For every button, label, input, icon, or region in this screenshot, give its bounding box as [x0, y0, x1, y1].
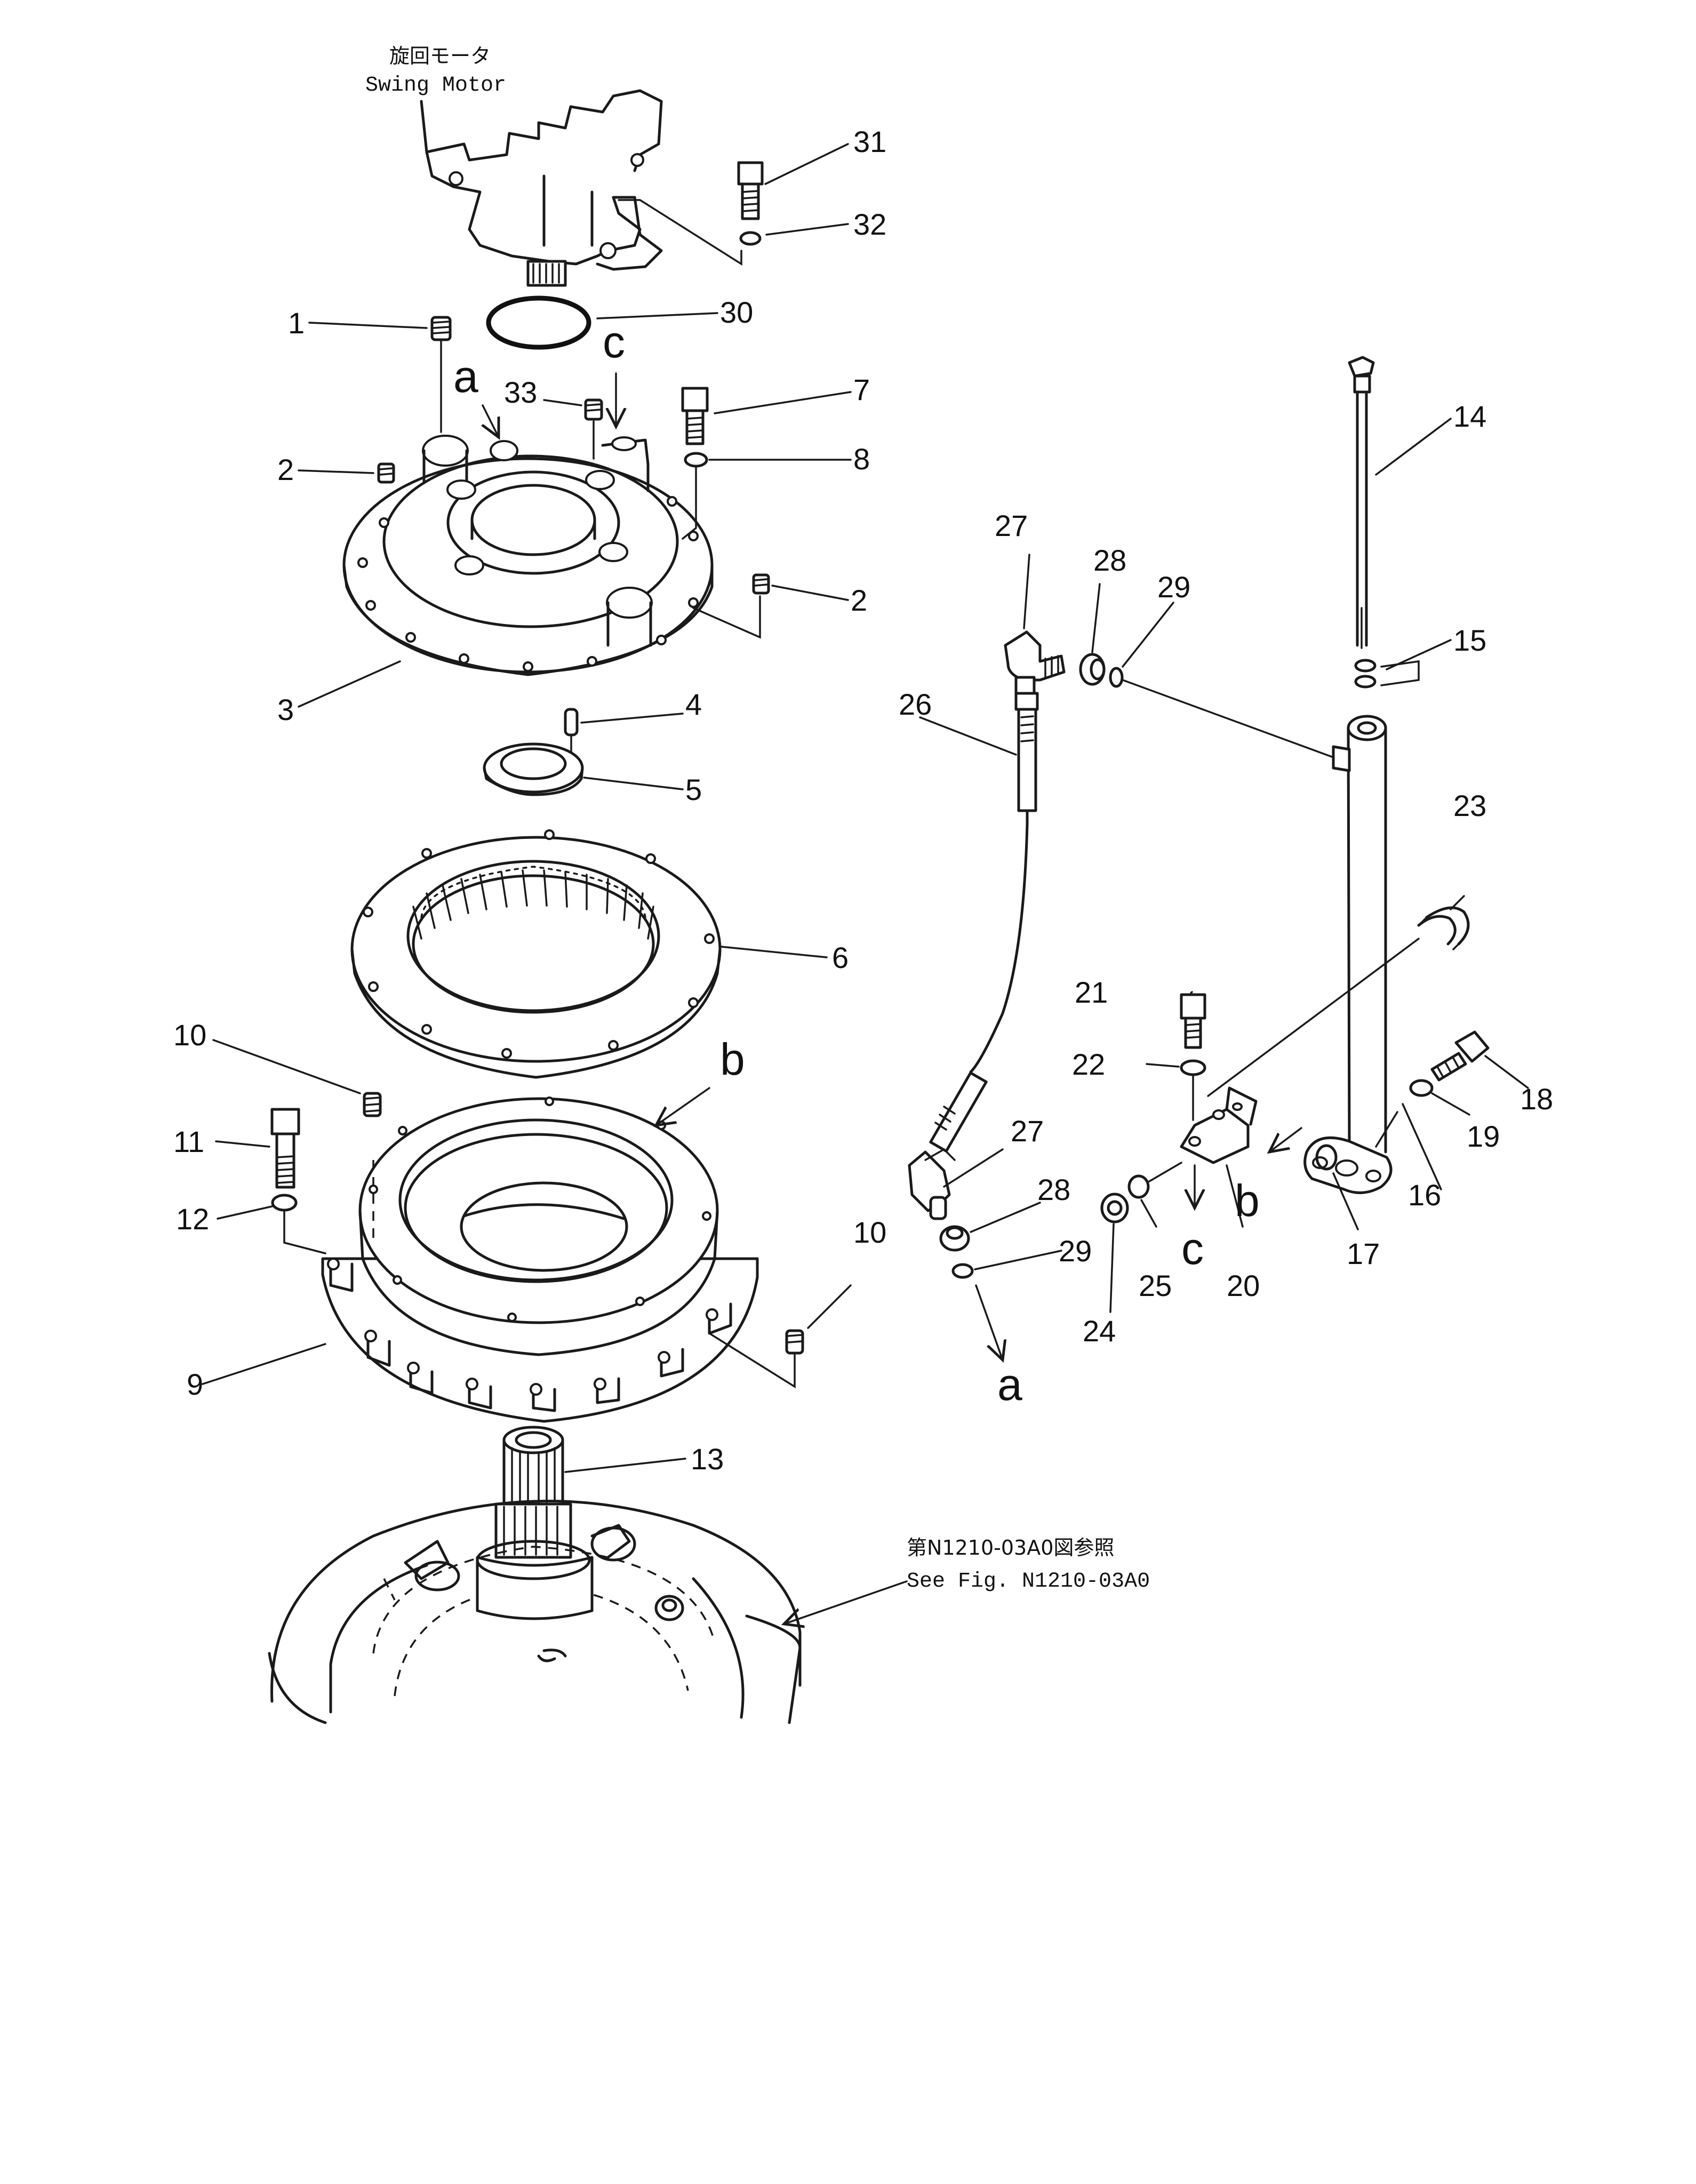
callout-10-right: 10: [853, 1215, 886, 1249]
part-5-plate: [483, 742, 584, 796]
callout-23: 23: [1453, 789, 1486, 822]
part-23-u-bolt: [1417, 906, 1470, 950]
part-12-washer: [271, 1194, 298, 1212]
part-17-o-ring: [1315, 1144, 1338, 1171]
callout-20: 20: [1227, 1269, 1260, 1302]
view-letter-c-top: c: [603, 317, 625, 367]
part-25-washer: [1127, 1174, 1150, 1199]
callout-21: 21: [1075, 975, 1108, 1009]
callout-29-bottom: 29: [1059, 1234, 1092, 1268]
callout-4: 4: [685, 687, 702, 721]
part-28-nut-top: [1079, 653, 1106, 686]
callout-18: 18: [1520, 1082, 1553, 1116]
part-14-dipstick: [1348, 356, 1375, 649]
part-2-plug-right: [692, 573, 770, 639]
view-letter-c-bottom: c: [1181, 1223, 1204, 1274]
callout-31: 31: [853, 125, 886, 158]
part-26-hose: [929, 692, 1039, 1153]
part-16-pipe: [1303, 715, 1393, 1194]
callout-22: 22: [1072, 1047, 1105, 1081]
callout-30: 30: [720, 295, 753, 329]
callout-numbers: 1 2 2 3 4 5 6 7 8 9 10 10 11 12 13 14 15…: [173, 125, 1553, 1476]
lower-planetary-assembly: [268, 1500, 802, 1724]
part-15-o-ring-b: [1354, 675, 1377, 689]
callout-2-right: 2: [851, 583, 867, 617]
part-10-plug-left: [363, 1092, 382, 1117]
callout-17: 17: [1347, 1237, 1380, 1270]
part-32-washer: [739, 231, 762, 246]
callout-28-top: 28: [1093, 543, 1126, 577]
callout-25: 25: [1139, 1269, 1172, 1302]
callout-7: 7: [853, 373, 870, 406]
part-1-plug: [430, 316, 452, 433]
view-letter-b-top: b: [720, 1034, 745, 1084]
reference-note-en: See Fig. N1210-03A0: [907, 1570, 1150, 1594]
callout-32: 32: [853, 207, 886, 241]
callout-6: 6: [832, 941, 849, 974]
part-27-elbow-top: [1004, 630, 1066, 695]
view-letter-a-bottom: a: [997, 1359, 1022, 1410]
callout-24: 24: [1083, 1314, 1116, 1348]
part-28-nut-bottom: [939, 1225, 970, 1252]
part-6-ring-gear: [350, 829, 722, 1079]
part-29-o-ring-top: [1109, 667, 1124, 688]
callout-28-bottom: 28: [1037, 1173, 1070, 1206]
part-27-elbow-bottom: [908, 1148, 956, 1220]
view-letters: a c b b c a: [453, 317, 1260, 1410]
part-7-bolt: [681, 387, 709, 445]
part-19-washer: [1409, 1079, 1434, 1097]
view-letter-b-bottom: b: [1235, 1175, 1260, 1226]
reference-note-jp: 第N1210-03A0図参照: [907, 1536, 1114, 1559]
part-20-bracket: [1180, 1086, 1258, 1164]
callout-10-left: 10: [173, 1018, 206, 1052]
view-letter-a-top: a: [453, 351, 478, 402]
callout-19: 19: [1467, 1119, 1500, 1153]
callout-33: 33: [504, 375, 537, 409]
part-24-nut: [1100, 1193, 1129, 1223]
part-3-housing-cover: [342, 435, 714, 676]
part-15-o-ring-a: [1354, 659, 1377, 673]
part-8-washer: [684, 452, 708, 468]
callout-27-bottom: 27: [1011, 1114, 1044, 1148]
callout-13: 13: [691, 1442, 724, 1476]
callout-11: 11: [173, 1125, 204, 1158]
part-31-bolt: [737, 161, 764, 220]
callout-3: 3: [277, 693, 294, 726]
part-18-bolt: [1430, 1030, 1490, 1082]
swing-motor-label-en: Swing Motor: [365, 74, 506, 98]
callout-1: 1: [288, 306, 305, 340]
callout-29-top: 29: [1157, 570, 1190, 604]
leader-lines: [202, 143, 1529, 1473]
part-2-plug-left: [377, 462, 395, 484]
swing-motor: [420, 89, 742, 287]
swing-motor-label-jp: 旋回モータ: [389, 44, 491, 68]
callout-5: 5: [685, 773, 702, 806]
part-30-o-ring: [486, 295, 591, 350]
part-21-bolt: [1180, 993, 1206, 1049]
callout-2-left: 2: [277, 453, 294, 486]
part-33-plug: [584, 398, 603, 460]
part-11-bolt: [270, 1108, 300, 1189]
callout-8: 8: [853, 442, 870, 476]
part-22-washer: [1180, 1059, 1206, 1076]
part-10-plug-right: [708, 1329, 804, 1389]
callout-16: 16: [1408, 1178, 1441, 1212]
part-9-housing: [321, 1097, 759, 1423]
callout-15: 15: [1453, 623, 1486, 657]
part-29-o-ring-bottom: [951, 1263, 974, 1279]
callout-14: 14: [1453, 399, 1486, 433]
part-13-sun-gear: [494, 1426, 572, 1559]
callout-9: 9: [187, 1367, 203, 1401]
callout-12: 12: [176, 1202, 209, 1236]
callout-27-top: 27: [995, 509, 1028, 542]
view-arrows: [483, 372, 1302, 1624]
callout-26: 26: [899, 687, 932, 721]
